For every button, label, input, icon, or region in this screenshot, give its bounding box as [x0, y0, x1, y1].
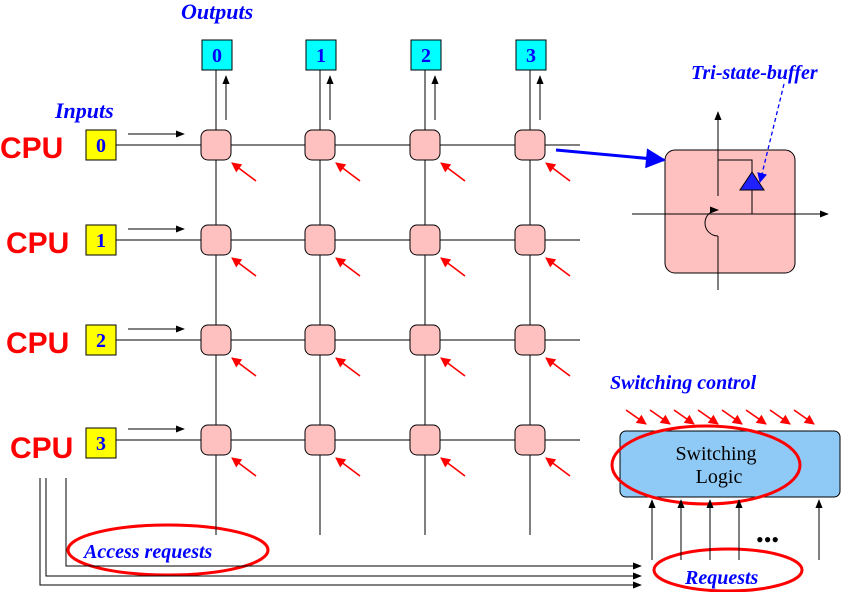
- switching-logic-line2: Logic: [696, 466, 743, 488]
- crosspoint-enlarged: [664, 149, 796, 274]
- cpu-label-3: CPU: [10, 432, 73, 465]
- crosspoint-3-3: [514, 424, 546, 456]
- access-requests-label: Access requests: [82, 541, 213, 563]
- crosspoint-2-1: [304, 324, 336, 356]
- crosspoint-1-2: [409, 224, 441, 256]
- input-box-3: [85, 427, 117, 459]
- crosspoint-2-2: [409, 324, 441, 356]
- request-arrow-3-1: [335, 457, 361, 477]
- crosspoint-3-0: [200, 424, 232, 456]
- switching-control-arrow-0: [625, 409, 647, 425]
- crosspoint-2-0: [200, 324, 232, 356]
- switching-control-arrow-4: [721, 409, 743, 425]
- output-number-1: 1: [316, 45, 326, 67]
- output-number-0: 0: [212, 45, 222, 67]
- more-requests-ellipsis: •••: [756, 527, 779, 552]
- access-request-line-1: [45, 478, 642, 580]
- crosspoint-3-1: [304, 424, 336, 456]
- switching-logic-line1: Switching: [675, 443, 756, 465]
- request-arrow-1-2: [440, 257, 466, 277]
- buffer-output-wire: [718, 159, 753, 172]
- switching-control-label: Switching control: [610, 372, 757, 394]
- input-box-0: [85, 129, 117, 161]
- requests-label: Requests: [684, 567, 759, 589]
- request-arrow-2-1: [335, 357, 361, 377]
- switching-logic-box: [619, 430, 841, 498]
- cpu-label-1: CPU: [6, 227, 69, 260]
- request-arrow-3-3: [545, 457, 571, 477]
- request-arrow-0-0: [231, 162, 257, 182]
- crosspoint-1-1: [304, 224, 336, 256]
- input-number-2: 2: [96, 330, 106, 352]
- request-arrow-0-3: [545, 162, 571, 182]
- switching-control-arrow-2: [673, 409, 695, 425]
- crosspoint-0-3: [514, 129, 546, 161]
- output-box-2: [410, 39, 442, 71]
- request-arrow-0-2: [440, 162, 466, 182]
- switching-logic-block: Switching Logic •••: [610, 424, 841, 552]
- request-arrow-2-3: [545, 357, 571, 377]
- output-box-1: [305, 39, 337, 71]
- crosspoint-1-3: [514, 224, 546, 256]
- input-number-0: 0: [96, 135, 106, 157]
- output-box-3: [515, 39, 547, 71]
- output-number-3: 3: [526, 45, 536, 67]
- input-number-3: 3: [96, 433, 106, 455]
- crosspoint-2-3: [514, 324, 546, 356]
- request-arrow-1-3: [545, 257, 571, 277]
- request-arrow-1-0: [231, 257, 257, 277]
- switching-control-arrow-5: [745, 409, 767, 425]
- crosspoint-1-0: [200, 224, 232, 256]
- crosspoint-3-2: [409, 424, 441, 456]
- access-request-line-2: [65, 478, 642, 570]
- request-arrow-3-0: [231, 457, 257, 477]
- crosspoint-0-0: [200, 129, 232, 161]
- cpu-label-2: CPU: [6, 327, 69, 360]
- outputs-label: Outputs: [181, 0, 253, 24]
- tri-state-buffer-detail: [555, 83, 829, 290]
- access-requests-highlight: [66, 523, 270, 577]
- input-box-2: [85, 324, 117, 356]
- switching-control-arrow-6: [769, 409, 791, 425]
- input-number-1: 1: [96, 230, 106, 252]
- switching-logic-highlight: [610, 424, 802, 506]
- access-request-line-0: [39, 478, 642, 589]
- request-arrow-2-2: [440, 357, 466, 377]
- switching-control-arrow-7: [793, 409, 815, 425]
- switching-control-arrow-3: [697, 409, 719, 425]
- request-arrow-3-2: [440, 457, 466, 477]
- switching-control-arrow-1: [649, 409, 671, 425]
- output-box-0: [201, 39, 233, 71]
- inputs-label: Inputs: [54, 98, 114, 123]
- cpu-label-0: CPU: [0, 132, 63, 165]
- crosspoint-0-1: [304, 129, 336, 161]
- input-box-1: [85, 224, 117, 256]
- request-arrow-1-1: [335, 257, 361, 277]
- crosspoint-0-2: [409, 129, 441, 161]
- zoom-arrow: [555, 148, 666, 169]
- request-arrow-0-1: [335, 162, 361, 182]
- requests-highlight: [652, 547, 804, 593]
- tri-state-buffer-label: Tri-state-buffer: [691, 62, 818, 84]
- detail-col-crossover: [704, 206, 719, 237]
- tri-state-pointer-arrow: [757, 83, 785, 183]
- request-arrow-2-0: [231, 357, 257, 377]
- output-number-2: 2: [421, 45, 431, 67]
